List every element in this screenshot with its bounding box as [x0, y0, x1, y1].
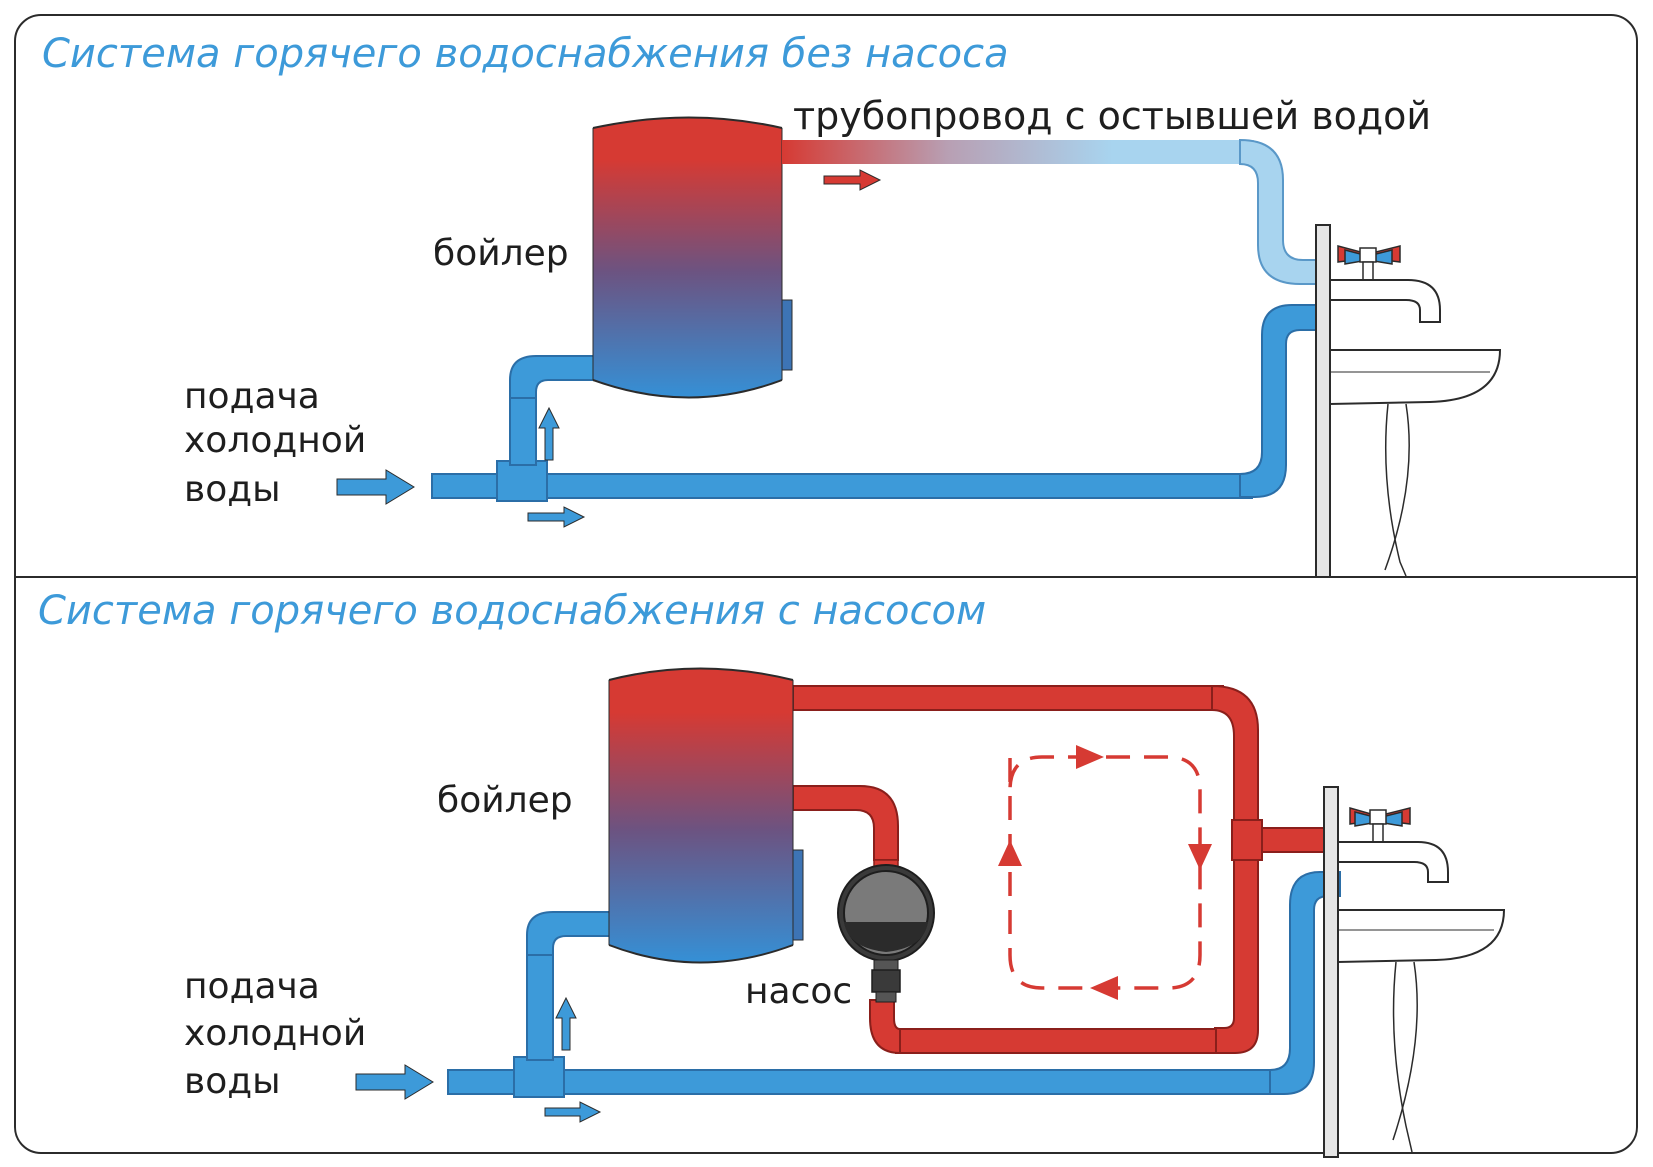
flow-arrow-up-cold: [538, 406, 560, 461]
faucet-icon-bottom: [1337, 807, 1449, 883]
supply-label-top-line2: холодной: [184, 420, 366, 461]
cold-supply-pipe: [431, 304, 1326, 502]
hot-supply-pipe: [792, 684, 1328, 1055]
pump-label: насос: [745, 971, 852, 1012]
sink-icon-bottom: [1337, 909, 1506, 1153]
supply-label-top-line1: подача: [184, 376, 320, 417]
boiler-label-bottom: бойлер: [437, 780, 573, 821]
boiler-label-top: бойлер: [433, 233, 569, 274]
boiler-tank-top: [592, 116, 793, 399]
cooled-water-pipe: [782, 138, 1323, 285]
top-panel-title: Система горячего водоснабжения без насос…: [42, 31, 1009, 77]
supply-label-bottom-line3: воды: [184, 1061, 281, 1102]
circulation-loop-icon: [998, 745, 1212, 1000]
flow-arrow-right-cold-big-bottom: [355, 1064, 434, 1100]
outer-frame: [14, 14, 1638, 1154]
wall-top: [1315, 224, 1331, 578]
supply-label-bottom-line2: холодной: [184, 1013, 366, 1054]
cooled-pipe-label: трубопровод с остывшей водой: [793, 94, 1431, 138]
bottom-panel-title: Система горячего водоснабжения с насосом: [38, 588, 986, 634]
wall-bottom: [1323, 786, 1339, 1158]
flow-arrow-right-cold-small-bottom: [544, 1101, 602, 1123]
faucet-icon: [1329, 245, 1441, 323]
bottom-panel: Система горячего водоснабжения с насосом: [38, 588, 1506, 1158]
supply-label-bottom-line1: подача: [184, 966, 320, 1007]
flow-arrow-right-hot: [823, 169, 882, 191]
flow-arrow-right-cold-big: [336, 469, 415, 505]
pump-icon: [837, 859, 935, 1003]
flow-arrow-up-cold-bottom: [555, 996, 577, 1051]
top-panel: Система горячего водоснабжения без насос…: [42, 31, 1502, 578]
boiler-tank-bottom: [608, 667, 804, 964]
flow-arrow-right-cold-small: [527, 506, 586, 528]
cold-supply-pipe-bottom: [447, 871, 1341, 1098]
sink-icon: [1329, 349, 1502, 577]
supply-label-top-line3: воды: [184, 469, 281, 510]
